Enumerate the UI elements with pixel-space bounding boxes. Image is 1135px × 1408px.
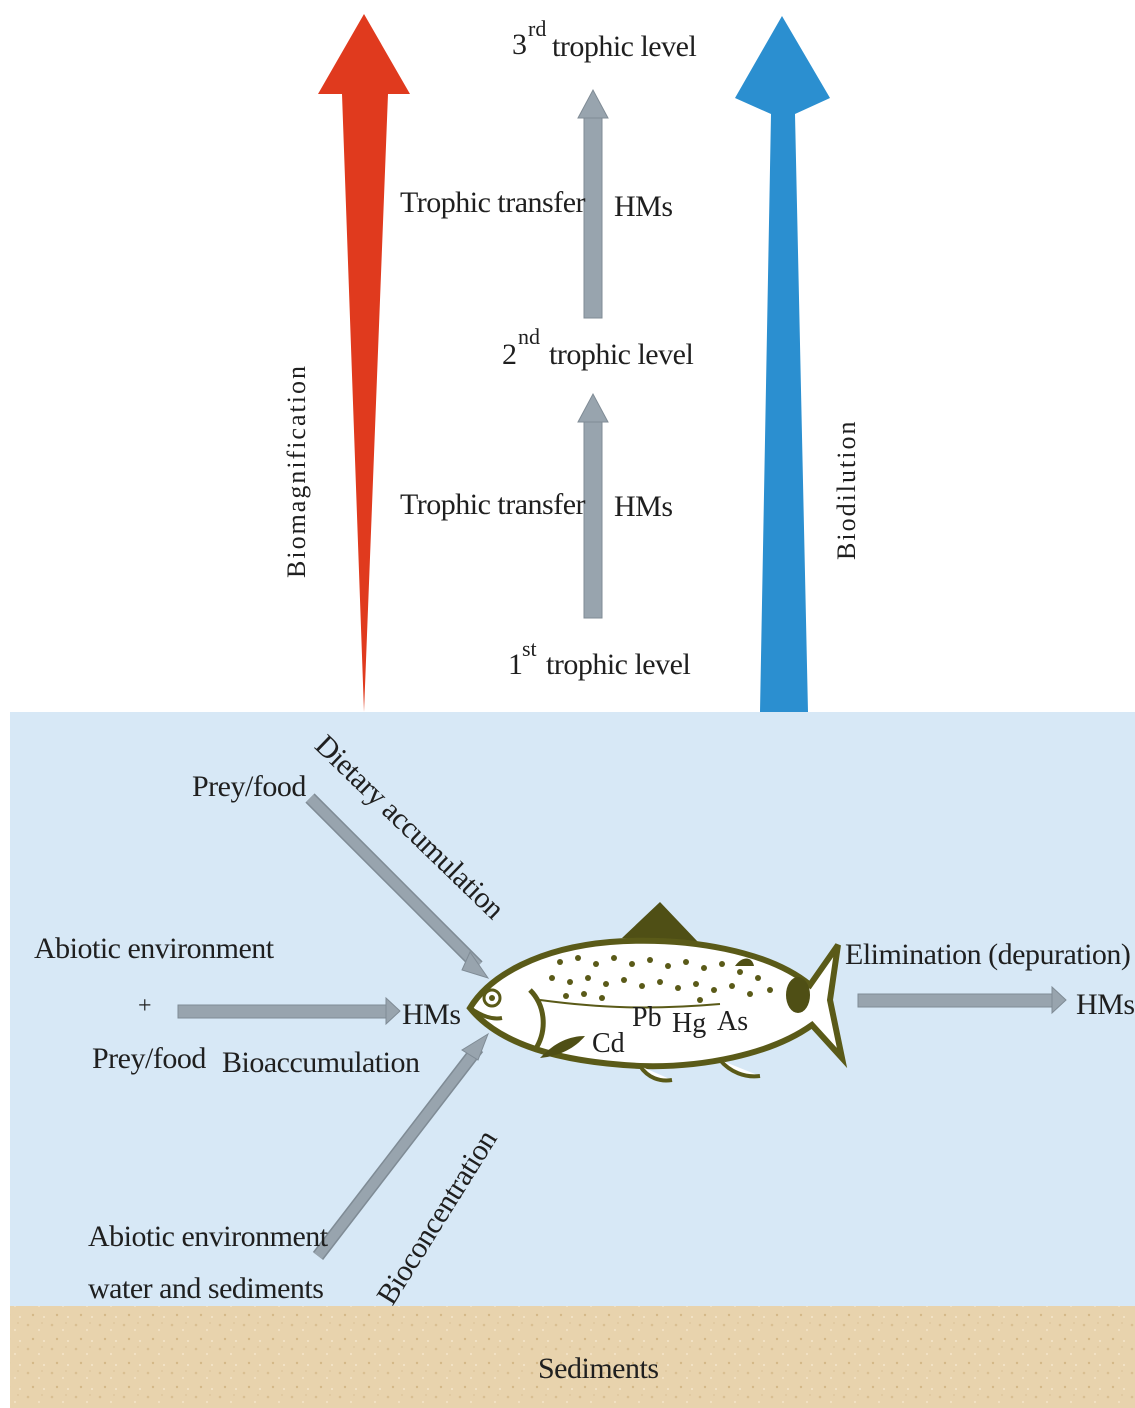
metal-hg: Hg: [672, 1010, 706, 1038]
sediments-label: Sediments: [538, 1354, 659, 1384]
trophic-level-1-text: trophic level: [546, 650, 690, 680]
metal-pb: Pb: [632, 1004, 662, 1032]
biodilution-label: Biodilution: [832, 420, 862, 560]
bioaccumulation-label: Bioaccumulation: [222, 1048, 419, 1078]
trophic-level-3-text: trophic level: [552, 32, 696, 62]
trophic-level-1-number: 1: [508, 650, 523, 680]
trophic-level-2-number: 2: [502, 340, 517, 370]
trophic-level-2-text: trophic level: [549, 340, 693, 370]
trophic-transfer-label-lower: Trophic transfer: [400, 490, 585, 520]
hms-output-label: HMs: [1076, 990, 1135, 1020]
prey-food-mid-label: Prey/food: [92, 1044, 206, 1074]
abiotic-environment-bottom-line1: Abiotic environment: [88, 1222, 328, 1252]
abiotic-environment-label: Abiotic environment: [34, 934, 274, 964]
hms-input-label: HMs: [402, 1000, 461, 1030]
hms-label-lower: HMs: [614, 492, 673, 522]
metal-as: As: [717, 1008, 748, 1036]
elimination-label: Elimination (depuration): [845, 940, 1130, 970]
trophic-level-3-label: 3: [512, 30, 527, 60]
abiotic-environment-bottom-line2: water and sediments: [88, 1274, 323, 1304]
biomagnification-arrow: [318, 14, 410, 712]
trophic-level-2-sup: nd: [518, 326, 540, 348]
plus-label: +: [138, 994, 151, 1018]
trophic-level-3-number: 3: [512, 28, 527, 61]
biomagnification-label: Biomagnification: [282, 364, 312, 578]
metal-cd: Cd: [592, 1030, 625, 1058]
trophic-transfer-label-upper: Trophic transfer: [400, 188, 585, 218]
trophic-level-1-sup: st: [522, 638, 537, 660]
prey-food-top-label: Prey/food: [192, 772, 306, 802]
trophic-level-3-sup: rd: [528, 18, 546, 40]
biodilution-arrow: [735, 16, 830, 712]
hms-label-upper: HMs: [614, 192, 673, 222]
